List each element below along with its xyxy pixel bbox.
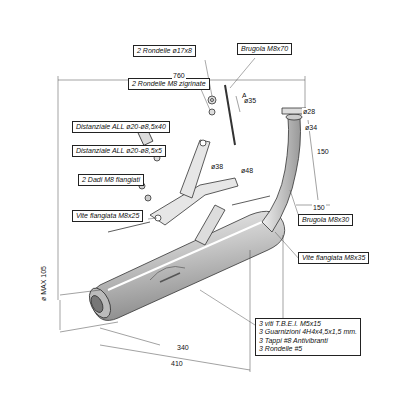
part-label-box: Vite flangiata M8x35 — [298, 252, 369, 264]
part-label: 3 Guarnizioni 4H4x4,5x1,5 mm. — [259, 328, 357, 336]
dimension-label: ø MAX 105 — [40, 265, 47, 302]
part-label-box: Distanziale ALL ø20-ø8,5x5 — [72, 145, 166, 157]
part-label-box: 2 Dadi M8 flangiati — [78, 174, 144, 186]
part-label-box: 2 Rondelle ø17x8 — [133, 45, 196, 57]
dimension-label: 760 — [172, 72, 186, 79]
part-label: 2 Rondelle M8 zigrinate — [132, 80, 206, 88]
part-label: Distanziale ALL ø20-ø8,5x5 — [76, 147, 162, 155]
part-label: Vite flangiata M8x35 — [302, 254, 365, 262]
part-label-box: Vite flangiata M8x25 — [72, 210, 143, 222]
part-label-box: 3 viti T.B.E.I. M5x153 Guarnizioni 4H4x4… — [255, 318, 361, 356]
dimension-label: ø28 — [302, 108, 316, 115]
dimension-label: 340 — [176, 344, 190, 351]
part-label: 3 viti T.B.E.I. M5x15 — [259, 320, 357, 328]
part-label: Brugola M8x30 — [302, 216, 349, 224]
part-label: Brugola M8x70 — [241, 45, 288, 53]
dimension-label: ø34 — [304, 124, 318, 131]
dimension-label: ø38 — [210, 163, 224, 170]
part-label: 3 Rondelle #5 — [259, 345, 357, 353]
dimension-label: 410 — [170, 360, 184, 367]
part-label: 2 Dadi M8 flangiati — [82, 176, 140, 184]
part-label: 3 Tappi #8 Antivibranti — [259, 337, 357, 345]
part-label-box: Brugola M8x30 — [298, 214, 353, 226]
dimension-label: 150 — [312, 204, 326, 211]
part-label: Vite flangiata M8x25 — [76, 212, 139, 220]
part-label: Distanziale ALL ø20-ø8,5x40 — [76, 123, 166, 131]
part-label-box: Distanziale ALL ø20-ø8,5x40 — [72, 121, 170, 133]
part-label-box: Brugola M8x70 — [237, 43, 292, 55]
dimension-label: ø48 — [240, 167, 254, 174]
dimension-label: 150 — [316, 148, 330, 155]
part-label: 2 Rondelle ø17x8 — [137, 47, 192, 55]
part-label-box: 2 Rondelle M8 zigrinate — [128, 78, 210, 90]
dimension-label: ø35 — [243, 97, 257, 104]
